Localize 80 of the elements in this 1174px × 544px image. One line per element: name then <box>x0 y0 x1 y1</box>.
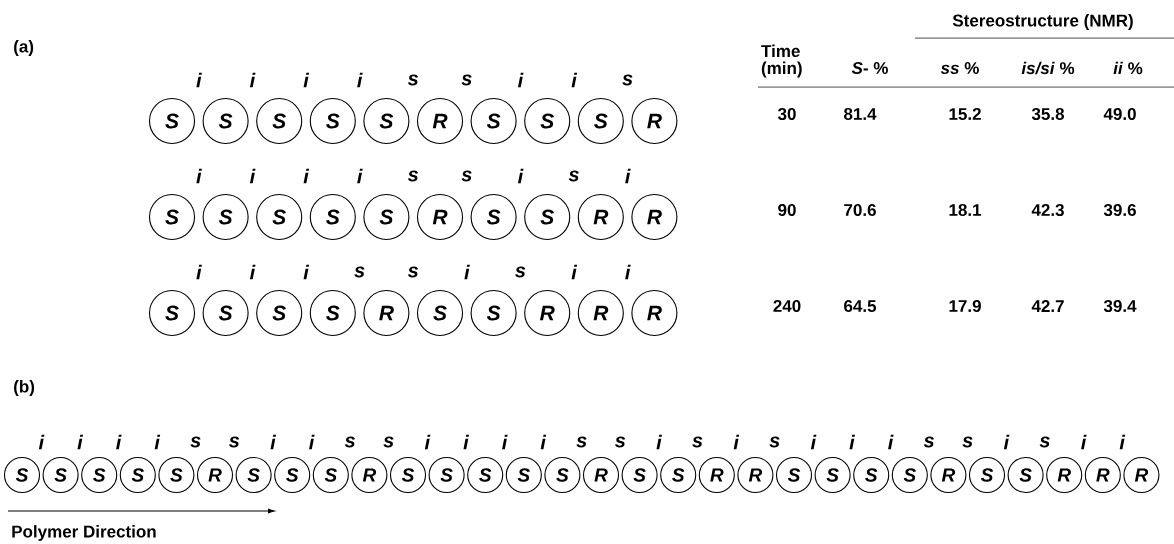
dyad-label: i <box>309 434 315 450</box>
table-cell: 17.9 <box>949 300 981 313</box>
dyad-label: i <box>154 434 161 450</box>
dyad-label: i <box>1081 434 1087 450</box>
dyad-label: s <box>228 436 240 448</box>
dyad-label: i <box>656 434 663 450</box>
dyad-label: i <box>502 434 508 450</box>
dyad-label: i <box>518 72 524 88</box>
table-header: ii % <box>1113 61 1143 75</box>
dyad-label: s <box>568 170 579 182</box>
dyad-label: i <box>540 434 547 450</box>
table-cell: 90 <box>778 204 796 217</box>
table-cell: 39.4 <box>1103 299 1137 313</box>
dyad-label: s <box>407 170 419 182</box>
dyad-label: i <box>38 434 45 450</box>
table-cell: 15.2 <box>949 108 981 121</box>
dyad-label: s <box>614 436 626 448</box>
panel-label: (b) <box>14 380 35 396</box>
dyad-label: i <box>463 434 470 450</box>
table-header: ss % <box>940 62 979 74</box>
dyad-label: i <box>196 168 202 184</box>
dyad-label: s <box>344 436 355 448</box>
dyad-label: i <box>77 434 83 450</box>
dyad-label: s <box>692 436 703 448</box>
table-cell: 81.4 <box>844 108 877 121</box>
dyad-label: s <box>769 436 780 448</box>
dyad-label: i <box>1003 434 1010 450</box>
direction-label: Polymer Direction <box>12 525 156 541</box>
dyad-label: i <box>249 72 256 88</box>
table-header: is/si % <box>1021 61 1075 75</box>
dyad-label: s <box>962 436 973 448</box>
dyad-label: i <box>518 168 524 184</box>
table-cell: 240 <box>773 300 801 313</box>
dyad-label: i <box>424 434 431 450</box>
table-cell: 64.5 <box>844 300 877 313</box>
dyad-label: s <box>354 266 365 278</box>
table-cell: 18.1 <box>949 204 982 217</box>
dyad-label: i <box>571 72 578 88</box>
dyad-label: s <box>576 436 587 448</box>
dyad-label: s <box>383 436 394 448</box>
dyad-label: s <box>923 436 934 448</box>
dyad-label: i <box>357 168 363 184</box>
table-cell: 35.8 <box>1031 107 1065 121</box>
dyad-label: i <box>625 264 631 280</box>
dyad-label: s <box>190 436 201 448</box>
panel-label: (a) <box>14 40 34 56</box>
dyad-label: i <box>116 434 122 450</box>
dyad-label: i <box>270 434 277 450</box>
dyad-label: i <box>196 72 202 88</box>
dyad-label: i <box>625 168 631 184</box>
dyad-label: i <box>303 168 310 184</box>
table-header: S- % <box>851 62 888 75</box>
table-cell: 30 <box>777 107 796 121</box>
dyad-label: s <box>1039 436 1050 448</box>
table-header: Time (min) <box>761 44 802 78</box>
dyad-label: i <box>303 264 310 280</box>
dyad-label: i <box>303 72 310 88</box>
table-cell: 39.6 <box>1103 203 1136 217</box>
table-cell: 70.6 <box>844 204 876 217</box>
dyad-label: i <box>571 264 578 280</box>
dyad-label: i <box>1119 434 1126 450</box>
dyad-label: s <box>407 266 419 278</box>
dyad-label: s <box>622 74 633 86</box>
dyad-label: i <box>196 264 202 280</box>
dyad-label: i <box>464 264 470 280</box>
table-cell: 42.7 <box>1031 300 1064 312</box>
dyad-label: s <box>515 266 526 278</box>
dyad-label: s <box>407 74 419 86</box>
dyad-label: i <box>357 72 363 88</box>
table-cell: 49.0 <box>1103 108 1136 121</box>
dyad-label: i <box>849 434 856 450</box>
table-header: Stereostructure (NMR) <box>952 14 1133 30</box>
dyad-label: s <box>461 170 472 182</box>
dyad-label: i <box>249 264 256 280</box>
dyad-label: i <box>249 168 256 184</box>
dyad-label: i <box>733 434 740 450</box>
dyad-label: s <box>461 74 472 86</box>
dyad-label: i <box>888 434 894 450</box>
dyad-label: i <box>810 434 817 450</box>
table-cell: 42.3 <box>1031 203 1064 217</box>
